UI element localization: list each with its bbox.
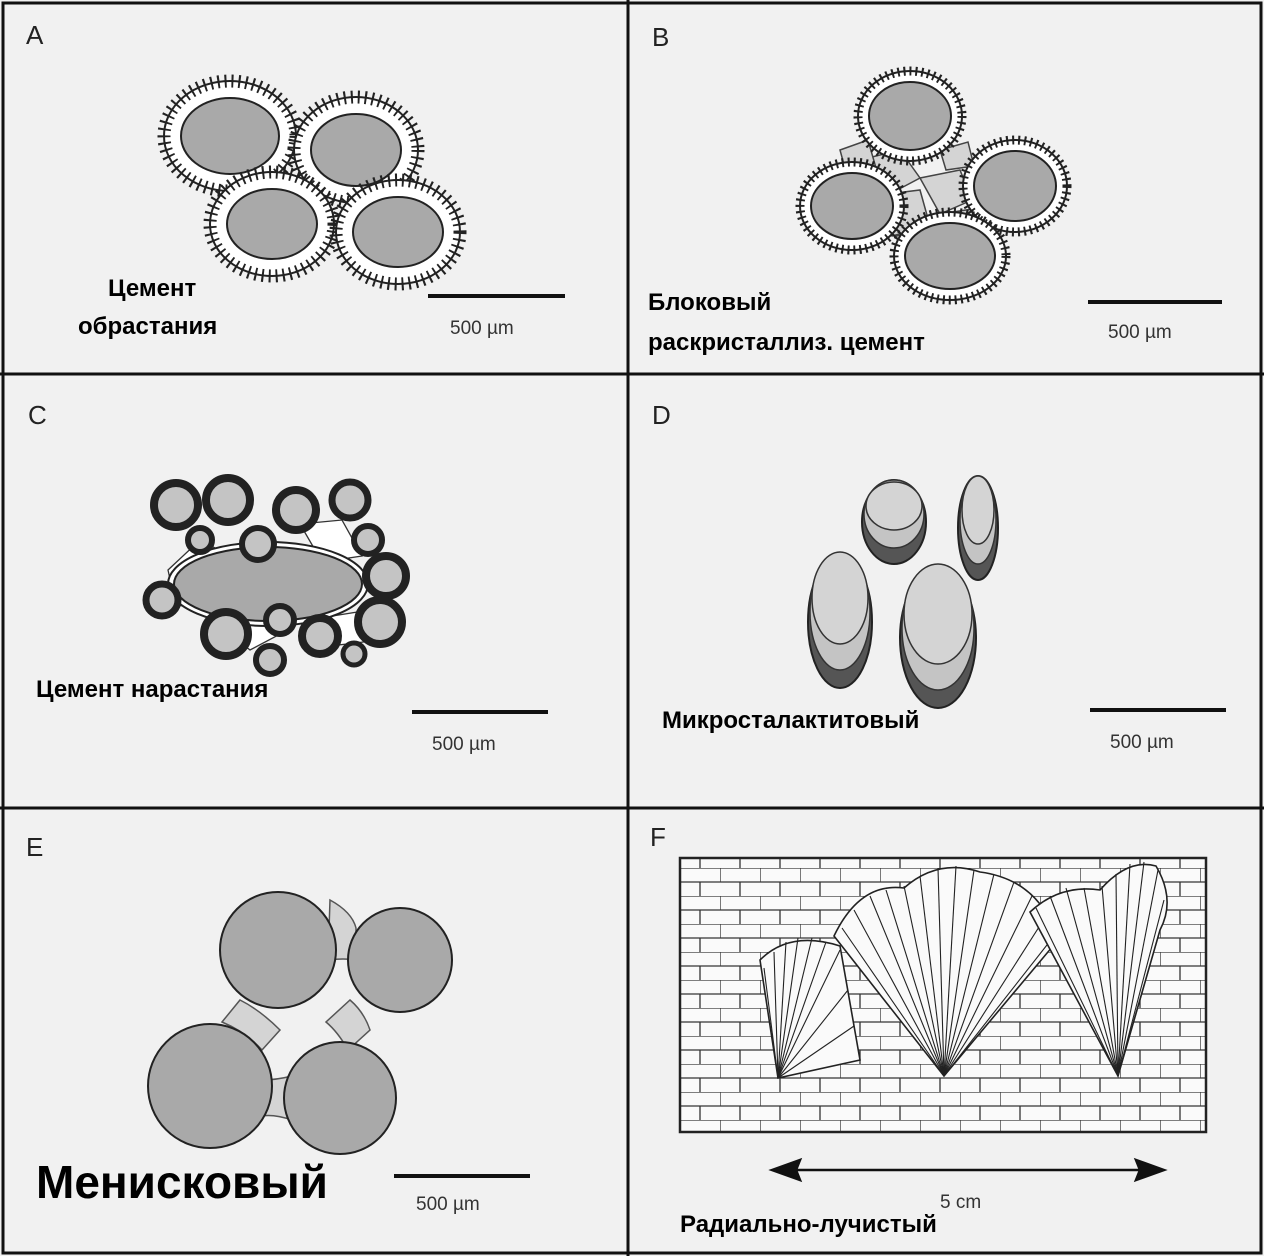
grain xyxy=(284,1042,396,1154)
panel-b-letter: B xyxy=(652,22,669,52)
grain xyxy=(220,892,336,1008)
grain-coated xyxy=(858,71,962,161)
panel-f-scale-label: 5 cm xyxy=(940,1192,981,1213)
grain-pendant xyxy=(862,480,926,564)
grain-coated xyxy=(210,172,334,276)
grain-pendant xyxy=(808,552,872,688)
grain xyxy=(148,1024,272,1148)
panel-d-scale-label: 500 µm xyxy=(1110,732,1174,753)
panel-f-letter: F xyxy=(650,822,666,852)
grain-pendant xyxy=(900,564,976,708)
grain xyxy=(348,908,452,1012)
panel-c-letter: C xyxy=(28,400,47,430)
panel-a-letter: A xyxy=(26,20,44,50)
panel-b-scale-label: 500 µm xyxy=(1108,322,1172,343)
grain-pendant xyxy=(958,476,998,580)
panel-d-letter: D xyxy=(652,400,671,430)
panel-b-caption-line2: раскристаллиз. цемент xyxy=(648,329,925,356)
panel-c-scale-label: 500 µm xyxy=(432,734,496,755)
panel-d-caption: Микросталактитовый xyxy=(662,707,919,734)
panel-f-caption: Радиально-лучистый xyxy=(680,1211,937,1238)
panel-a-scale-label: 500 µm xyxy=(450,318,514,339)
panel-c-caption: Цемент нарастания xyxy=(36,676,268,703)
panel-e-scale-label: 500 µm xyxy=(416,1194,480,1215)
grain-coated xyxy=(800,162,904,250)
grain-coated xyxy=(336,180,460,284)
panel-a-caption-line2: обрастания xyxy=(78,313,217,340)
panel-e-letter: E xyxy=(26,832,43,862)
panel-b-caption-line1: Блоковый xyxy=(648,289,771,316)
panel-a-caption-line1: Цемент xyxy=(108,275,196,302)
grain-coated xyxy=(894,212,1006,300)
panel-e-caption: Менисковый xyxy=(36,1156,328,1208)
